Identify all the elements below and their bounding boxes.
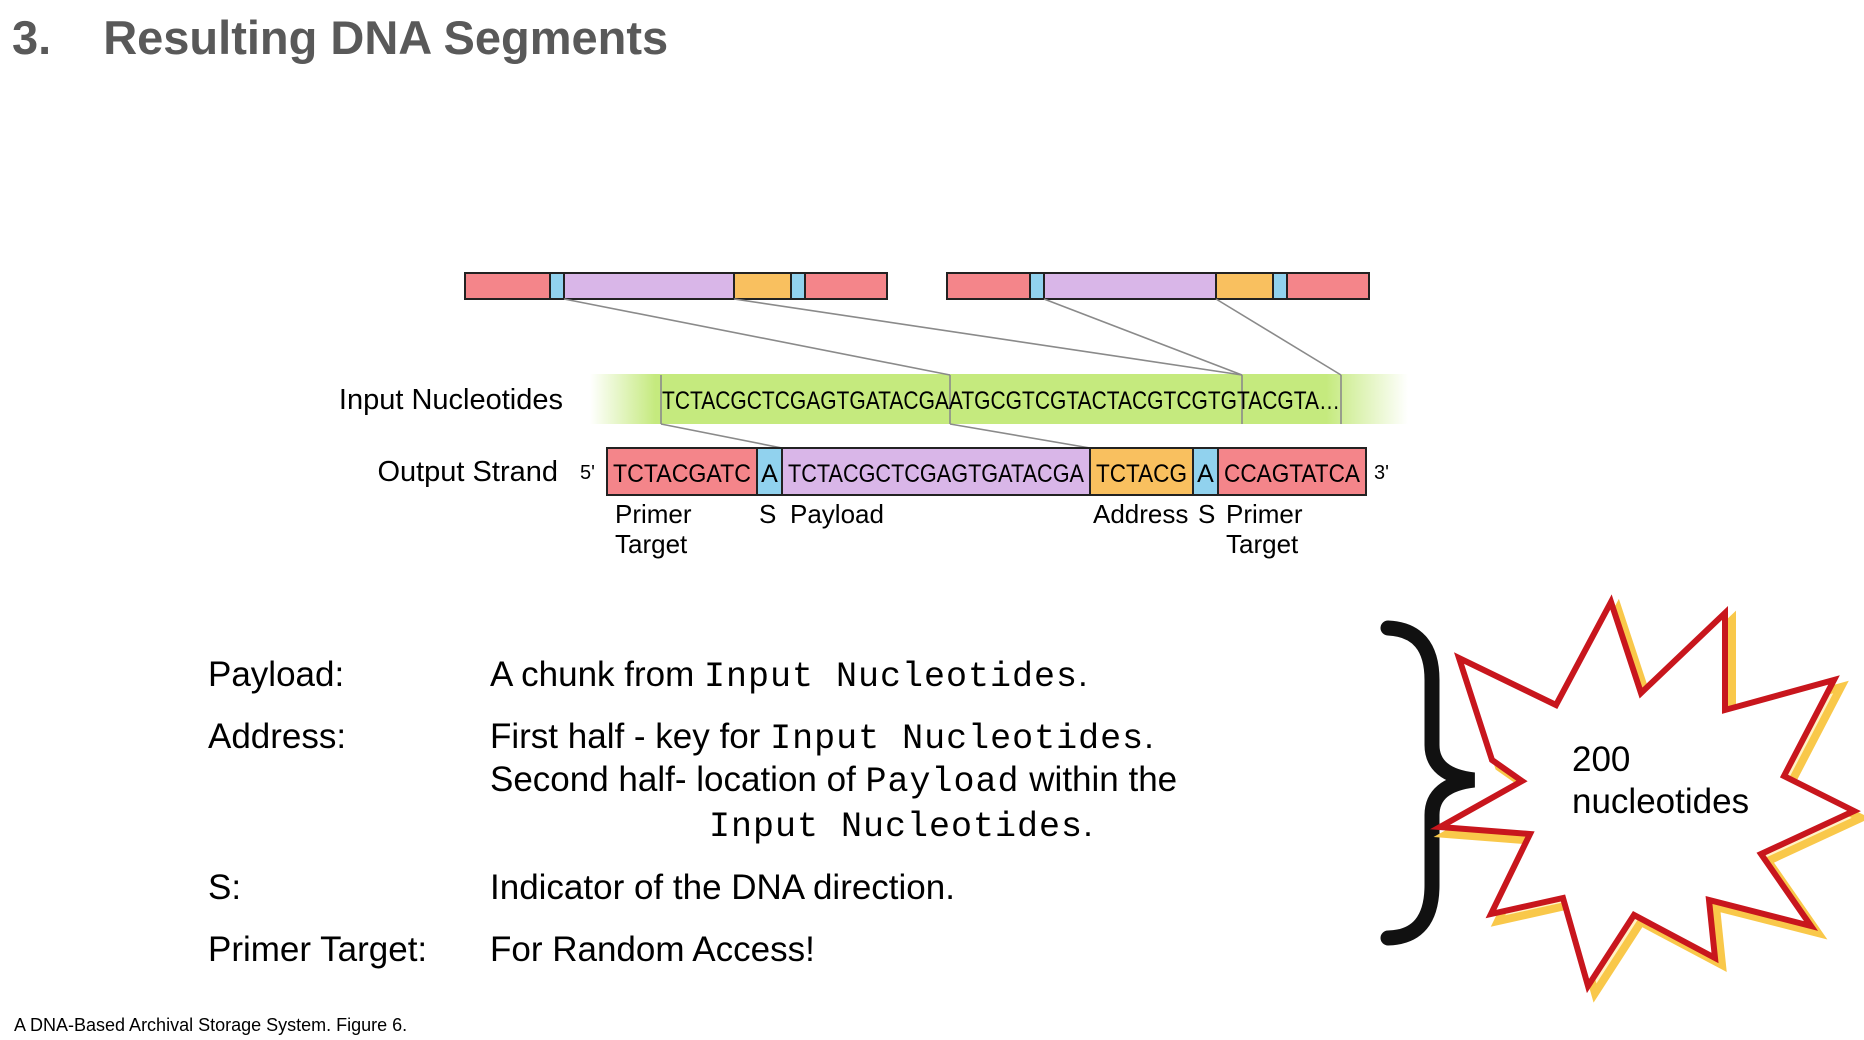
definition-code: Payload bbox=[865, 762, 1020, 802]
input-dividers bbox=[660, 375, 1342, 424]
strand-top-right-address bbox=[1215, 272, 1274, 300]
strand-top-left bbox=[464, 272, 888, 300]
output-strand-label: Output Strand bbox=[377, 456, 558, 488]
definition-term: Address: bbox=[208, 717, 347, 756]
caption-s-right: S bbox=[1198, 499, 1215, 529]
caption-s-left: S bbox=[759, 499, 776, 529]
diagram-text: Input Nucleotides TCTACGCTCGAGTGATACGAATG… bbox=[339, 384, 1389, 559]
strand-top-right-primer-right bbox=[1286, 272, 1370, 300]
strand-top-left-payload bbox=[563, 272, 735, 300]
caption-address: Address bbox=[1093, 499, 1188, 529]
caption-primer-target-right-2: Target bbox=[1226, 529, 1299, 559]
five-prime-label: 5' bbox=[580, 462, 595, 484]
output-mapping-lines bbox=[660, 423, 1091, 449]
map-line-2 bbox=[733, 298, 1243, 376]
output-primer-left bbox=[606, 447, 758, 496]
definition-code: Input Nucleotides bbox=[703, 657, 1079, 697]
caption-primer-target-left-2: Target bbox=[615, 529, 688, 559]
map-line-1 bbox=[563, 298, 951, 376]
callout-text-line1: 200 bbox=[1572, 740, 1631, 779]
strand-top-left-sense-left bbox=[549, 272, 565, 300]
output-payload bbox=[781, 447, 1091, 496]
definition-fragment: For Random Access! bbox=[490, 930, 815, 969]
output-segment-text-1: A bbox=[761, 460, 778, 488]
definition-term: S: bbox=[208, 868, 242, 907]
definition-text: First half - key for Input Nucleotides. bbox=[490, 719, 1154, 757]
output-strand bbox=[606, 447, 1367, 496]
definition-fragment: First half - key for bbox=[490, 717, 771, 756]
strand-top-left-primer-right bbox=[804, 272, 888, 300]
callout-text-line2: nucleotides bbox=[1572, 782, 1750, 821]
input-sequence: TCTACGCTCGAGTGATACGAATGCGTCGTACTACGTCGTG… bbox=[662, 387, 1340, 415]
strand-top-left-address bbox=[733, 272, 792, 300]
definition-fragment: Indicator of the DNA direction. bbox=[490, 868, 955, 907]
definition-fragment: . bbox=[1144, 717, 1154, 756]
strand-top-left-primer-left bbox=[464, 272, 551, 300]
output-segment-text-0: TCTACGATC bbox=[613, 460, 751, 488]
definition-fragment: Second half- location of bbox=[490, 760, 866, 799]
curly-brace bbox=[1380, 620, 1476, 946]
starburst-callout bbox=[1429, 594, 1861, 994]
output-segment-text-5: CCAGTATCA bbox=[1224, 460, 1360, 488]
definition-term: Payload: bbox=[208, 655, 345, 694]
input-nucleotides-band bbox=[590, 374, 1408, 424]
mapping-lines bbox=[563, 298, 1342, 376]
definition-text: A chunk from Input Nucleotides. bbox=[490, 657, 1088, 695]
strand-top-right bbox=[946, 272, 1370, 300]
strand-top-right-sense-right bbox=[1272, 272, 1288, 300]
output-segment-text-2: TCTACGCTCGAGTGATACGA bbox=[788, 460, 1084, 488]
strand-top-right-sense-left bbox=[1029, 272, 1045, 300]
definition-text: Input Nucleotides. bbox=[709, 807, 1093, 845]
map-line-4 bbox=[1215, 298, 1342, 376]
output-address bbox=[1089, 447, 1194, 496]
definition-fragment: . bbox=[1078, 655, 1088, 694]
slide-title: 3. Resulting DNA Segments bbox=[12, 10, 668, 65]
output-sense-left bbox=[756, 447, 783, 496]
definition-fragment: within the bbox=[1019, 760, 1178, 799]
definition-code: Input Nucleotides bbox=[770, 719, 1145, 759]
caption-primer-target-left-1: Primer bbox=[615, 499, 692, 529]
three-prime-label: 3' bbox=[1374, 462, 1389, 484]
definition-term: Primer Target: bbox=[208, 930, 428, 969]
strand-top-left-sense-right bbox=[790, 272, 806, 300]
input-nucleotides-label: Input Nucleotides bbox=[339, 384, 563, 416]
title-number: 3. bbox=[12, 11, 52, 64]
output-segment-text-3: TCTACG bbox=[1096, 460, 1187, 488]
caption-payload: Payload bbox=[790, 499, 884, 529]
definition-code: Input Nucleotides bbox=[709, 807, 1084, 847]
map-line-3 bbox=[1043, 298, 1243, 376]
caption-primer-target-right-1: Primer bbox=[1226, 499, 1303, 529]
output-segment-text-4: A bbox=[1197, 460, 1214, 488]
output-primer-right bbox=[1217, 447, 1367, 496]
title-text: Resulting DNA Segments bbox=[103, 11, 669, 64]
definition-fragment: . bbox=[1083, 805, 1093, 844]
strand-top-right-payload bbox=[1043, 272, 1217, 300]
definition-text: Indicator of the DNA direction. bbox=[490, 870, 955, 905]
strand-top-right-primer-left bbox=[946, 272, 1031, 300]
definition-text: Second half- location of Payload within … bbox=[490, 762, 1177, 800]
citation: A DNA-Based Archival Storage System. Fig… bbox=[14, 1015, 408, 1035]
definition-text: For Random Access! bbox=[490, 932, 815, 967]
definition-fragment: A chunk from bbox=[490, 655, 704, 694]
